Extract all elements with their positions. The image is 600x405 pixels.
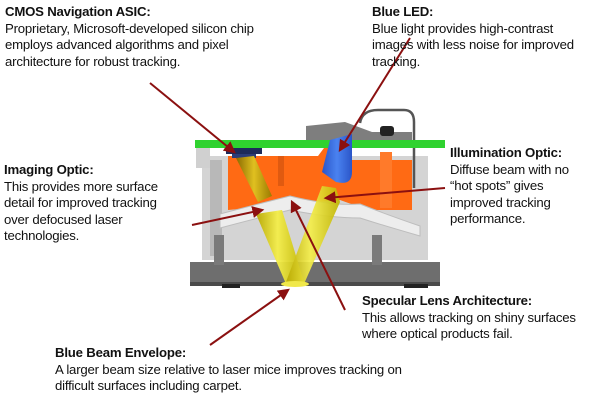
annotation-title: CMOS Navigation ASIC: xyxy=(5,4,151,19)
arrow-blue-beam xyxy=(209,288,290,346)
annotation-blue-beam: Blue Beam Envelope: A larger beam size r… xyxy=(55,345,402,395)
annotation-body: Diffuse beam with no “hot spots” gives i… xyxy=(450,161,569,227)
callout-arrows xyxy=(149,37,446,346)
annotation-cmos: CMOS Navigation ASIC: Proprietary, Micro… xyxy=(5,4,254,70)
annotation-body: Blue light provides high-contrast images… xyxy=(372,20,574,69)
annotation-imaging-optic: Imaging Optic: This provides more surfac… xyxy=(4,162,158,245)
annotation-illumination-optic: Illumination Optic: Diffuse beam with no… xyxy=(450,145,569,228)
annotation-title: Specular Lens Architecture: xyxy=(362,293,532,308)
annotation-title: Illumination Optic: xyxy=(450,145,562,160)
imaging-optic xyxy=(236,156,272,202)
annotation-title: Imaging Optic: xyxy=(4,162,94,177)
arrow-cmos xyxy=(149,82,236,154)
specular-lens-plate xyxy=(219,195,421,237)
annotation-body: This allows tracking on shiny surfaces w… xyxy=(362,309,576,342)
annotation-title: Blue Beam Envelope: xyxy=(55,345,187,360)
annotation-blue-led: Blue LED: Blue light provides high-contr… xyxy=(372,4,574,70)
annotation-body: A larger beam size relative to laser mic… xyxy=(55,361,402,394)
annotation-title: Blue LED: xyxy=(372,4,434,19)
base-plate xyxy=(190,262,440,288)
light-beams xyxy=(256,186,340,287)
cmos-chip xyxy=(226,148,262,158)
annotation-body: This provides more surface detail for im… xyxy=(4,178,158,244)
arrow-imaging-optic xyxy=(191,206,265,226)
annotation-specular-lens: Specular Lens Architecture: This allows … xyxy=(362,293,576,343)
arrow-blue-led xyxy=(338,37,411,153)
pcb xyxy=(195,140,445,148)
arrow-specular-lens xyxy=(290,199,346,311)
arrow-illumination-optic xyxy=(323,187,446,204)
annotation-body: Proprietary, Microsoft-developed silicon… xyxy=(5,20,254,69)
